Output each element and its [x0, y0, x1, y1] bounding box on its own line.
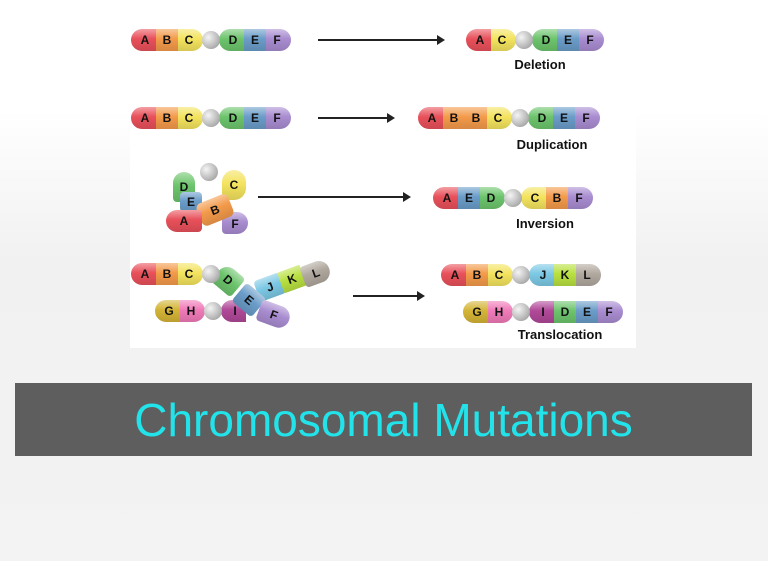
gene-A: A: [441, 264, 466, 286]
translocation-arrow: [353, 291, 425, 301]
gene-D: D: [528, 107, 553, 129]
gene-A: A: [433, 187, 458, 209]
deletion-arrow: [318, 35, 445, 45]
gene-B: B: [546, 187, 568, 209]
centromere: [504, 189, 522, 207]
centromere: [512, 266, 530, 284]
gene-D: D: [480, 187, 505, 209]
gene-B: B: [443, 107, 465, 129]
gene-F: F: [568, 187, 593, 209]
gene-E: E: [576, 301, 598, 323]
gene-F: F: [575, 107, 600, 129]
duplication-label: Duplication: [516, 137, 588, 152]
centromere: [204, 302, 222, 320]
gene-B: B: [466, 264, 488, 286]
inversion-label: Inversion: [516, 216, 574, 231]
gene-I: I: [529, 301, 554, 323]
inversion-arrow: [258, 192, 411, 202]
gene-G: G: [463, 301, 488, 323]
gene-A: A: [131, 107, 156, 129]
mutation-diagram: [130, 14, 636, 348]
gene-B: B: [156, 107, 178, 129]
gene-E: E: [458, 187, 480, 209]
gene-D: D: [554, 301, 576, 323]
gene-A: A: [466, 29, 491, 51]
gene-A: A: [418, 107, 443, 129]
gene-E: E: [244, 107, 266, 129]
gene-E: E: [553, 107, 575, 129]
gene-C: C: [178, 107, 203, 129]
gene-C: C: [487, 107, 512, 129]
gene-F: F: [579, 29, 604, 51]
gene-B: B: [156, 263, 178, 285]
gene-C: C: [491, 29, 516, 51]
gene-B: B: [156, 29, 178, 51]
deletion-label: Deletion: [514, 57, 566, 72]
gene-A: A: [166, 210, 202, 232]
gene-A: A: [131, 263, 156, 285]
gene-D: D: [219, 107, 244, 129]
gene-J: J: [529, 264, 554, 286]
gene-C: C: [521, 187, 546, 209]
title-banner: Chromosomal Mutations: [15, 383, 752, 456]
gene-C: C: [178, 29, 203, 51]
gene-C: C: [488, 264, 513, 286]
gene-L: L: [576, 264, 601, 286]
gene-D: D: [532, 29, 557, 51]
gene-E: E: [557, 29, 579, 51]
translocation-label: Translocation: [517, 327, 603, 342]
centromere: [512, 303, 530, 321]
slide-title: Chromosomal Mutations: [134, 393, 633, 446]
centromere: [202, 265, 220, 283]
centromere: [511, 109, 529, 127]
gene-F: F: [266, 29, 291, 51]
centromere: [515, 31, 533, 49]
gene-F: F: [598, 301, 623, 323]
gene-G: G: [155, 300, 180, 322]
gene-B: B: [465, 107, 487, 129]
gene-H: H: [180, 300, 205, 322]
gene-A: A: [131, 29, 156, 51]
gene-C: C: [178, 263, 203, 285]
gene-H: H: [488, 301, 513, 323]
centromere: [202, 31, 220, 49]
gene-E: E: [244, 29, 266, 51]
centromere: [202, 109, 220, 127]
gene-F: F: [222, 212, 248, 234]
gene-K: K: [554, 264, 576, 286]
duplication-arrow: [318, 113, 395, 123]
gene-D: D: [219, 29, 244, 51]
gene-C: C: [222, 170, 246, 200]
gene-F: F: [266, 107, 291, 129]
